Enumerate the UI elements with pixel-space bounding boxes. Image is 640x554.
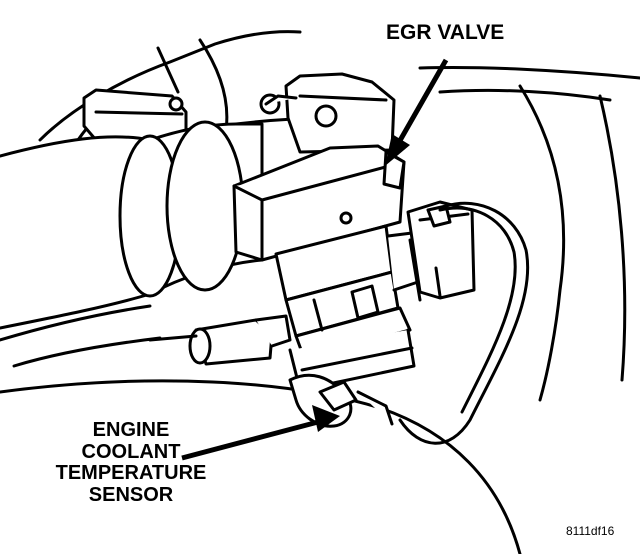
coolant-sensor-assembly: [148, 314, 394, 428]
wiring-harness: [398, 201, 530, 445]
coolant-sensor-label-line: SENSOR: [88, 483, 174, 506]
filler-cap: [82, 88, 188, 142]
egr-valve-housing: [259, 72, 396, 154]
coolant-sensor-arrow: [181, 405, 340, 461]
egr-valve-label: EGR VALVE: [386, 21, 505, 44]
egr-valve-body: [232, 144, 406, 262]
egr-valve-arrow: [385, 58, 449, 166]
egr-connector: [406, 200, 476, 300]
egr-valve-neck: [274, 224, 426, 392]
coolant-sensor-label-line: COOLANT: [81, 440, 181, 463]
intake-tube: [0, 116, 332, 330]
figure-id: 8111df16: [566, 524, 615, 538]
engine-cover-edge: [0, 379, 522, 554]
coolant-sensor-label-line: ENGINE: [92, 419, 170, 441]
coolant-sensor-label: ENGINE COOLANT TEMPERATURE SENSOR: [24, 419, 238, 506]
coolant-sensor-label-line: TEMPERATURE: [55, 462, 207, 485]
